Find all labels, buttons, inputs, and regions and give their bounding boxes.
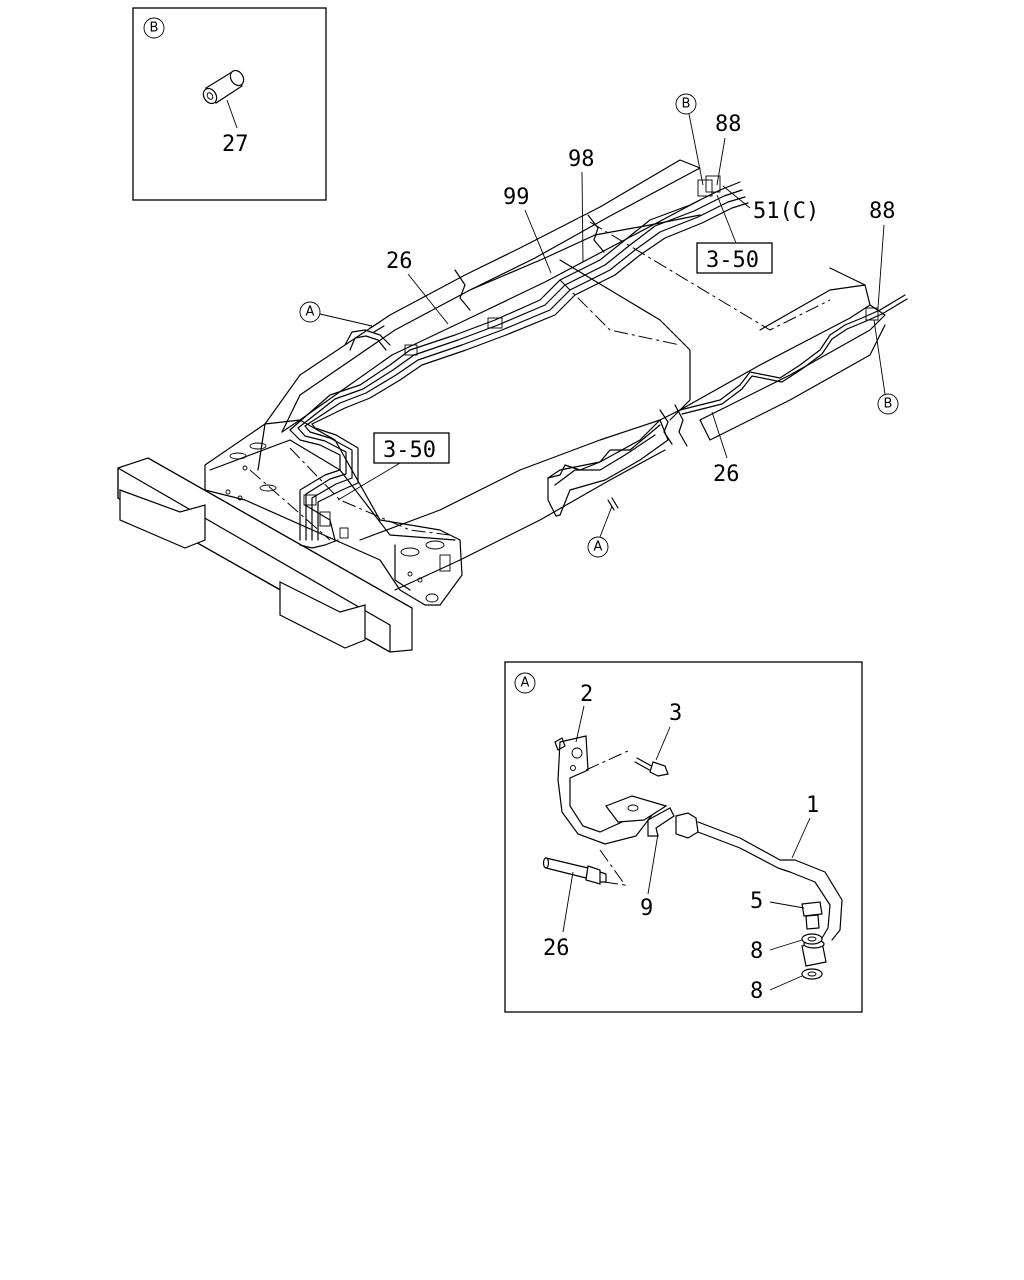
ref-box-350-mid: [373, 432, 450, 464]
marker-a-bottom: A: [594, 540, 603, 555]
marker-b-top: B: [682, 97, 691, 112]
label-88-right: 88: [869, 199, 896, 224]
label-51c: 51(C): [753, 199, 819, 224]
part-26-stud: [542, 857, 607, 885]
part-2-bracket: [554, 735, 668, 845]
label-9: 9: [640, 896, 653, 921]
label-1: 1: [806, 793, 819, 818]
label-5: 5: [750, 889, 763, 914]
inset-b-frame: [132, 7, 327, 201]
chassis-frame: [117, 159, 886, 653]
label-8a: 8: [750, 939, 763, 964]
inset-b-marker: B: [150, 21, 159, 36]
inset-a-frame: [504, 661, 863, 1013]
label-27: 27: [222, 132, 249, 157]
label-26-right: 26: [713, 462, 740, 487]
centerlines: [249, 221, 831, 541]
label-98: 98: [568, 147, 595, 172]
label-8b: 8: [750, 979, 763, 1004]
part-8-washer-lower: [801, 968, 823, 980]
label-ref-350-top: 3-50: [706, 248, 759, 273]
label-26-top: 26: [386, 249, 413, 274]
label-ref-350-mid: 3-50: [383, 438, 436, 463]
label-99: 99: [503, 185, 530, 210]
inset-b-marker-circle: [143, 17, 165, 39]
marker-b-right: B: [884, 397, 893, 412]
inset-b: B 27: [132, 7, 327, 201]
leader-27: [226, 99, 238, 129]
label-26-inset: 26: [543, 936, 570, 961]
part-8-washer-upper: [801, 933, 823, 945]
marker-a-left: A: [306, 305, 315, 320]
inset-a-marker: A: [521, 676, 530, 691]
brake-pipes: [289, 175, 908, 549]
part-3-bolt: [634, 757, 669, 777]
part-5-bolt: [801, 901, 823, 930]
part-9-clip: [647, 807, 675, 837]
ref-box-350-top: [696, 242, 773, 274]
label-3: 3: [669, 701, 682, 726]
label-2: 2: [580, 682, 593, 707]
part-27-sleeve: [202, 69, 245, 105]
inset-a: A: [504, 661, 863, 1013]
label-88-top: 88: [715, 112, 742, 137]
callouts-main: B 88 98 99 51(C) 3-50 88 26 A B 3-50: [299, 93, 899, 558]
